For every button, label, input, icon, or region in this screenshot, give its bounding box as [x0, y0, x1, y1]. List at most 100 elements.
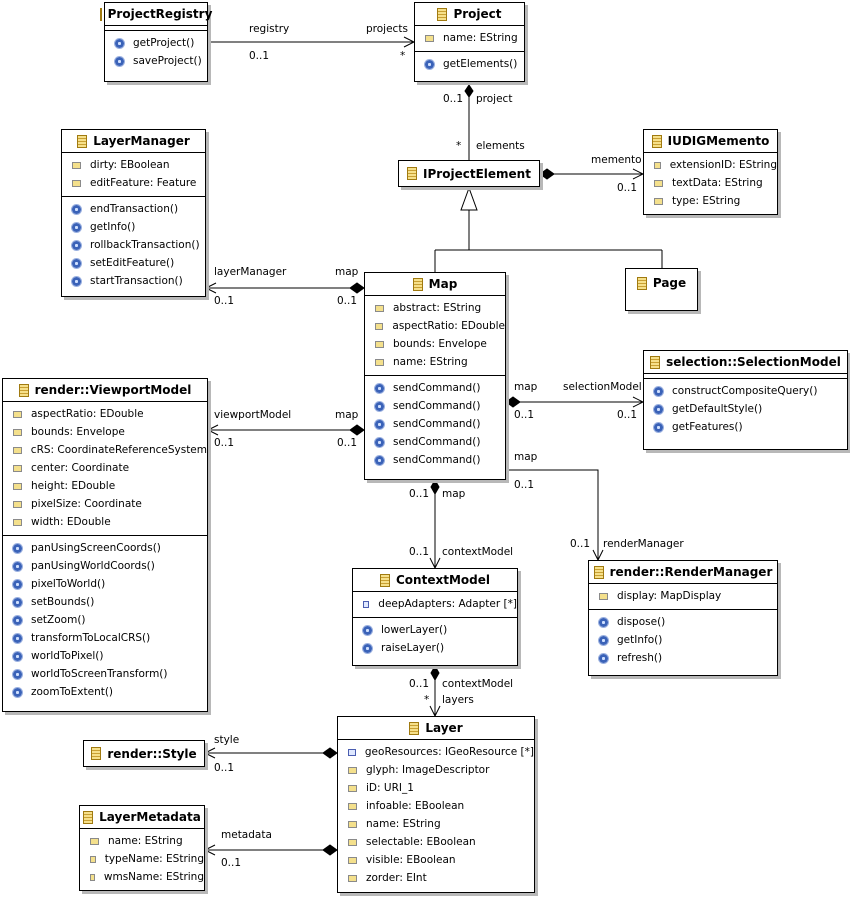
operation-row: constructCompositeQuery(): [644, 382, 847, 400]
diamond-context-layer: [430, 664, 440, 682]
class-render-manager[interactable]: render::RenderManager display: MapDispla…: [588, 560, 778, 676]
operation-name: getProject(): [133, 37, 195, 49]
role-label-map: map: [335, 266, 359, 278]
operation-row: pixelToWorld(): [3, 575, 207, 593]
class-icon: [380, 573, 390, 587]
operation-name: sendCommand(): [393, 436, 481, 448]
class-style[interactable]: render::Style: [83, 740, 205, 767]
attributes-section: name: EString: [415, 25, 524, 51]
class-layer-manager[interactable]: LayerManager dirty: EBoolean editFeature…: [61, 129, 206, 297]
class-header: Project: [415, 3, 524, 25]
class-name: Page: [652, 276, 687, 290]
class-header: Layer: [338, 717, 534, 739]
class-selection-model[interactable]: selection::SelectionModel constructCompo…: [643, 350, 848, 450]
class-layer[interactable]: Layer geoResources: IGeoResource [*] gly…: [337, 716, 535, 893]
attribute-name: bounds: Envelope: [31, 426, 125, 438]
operation-name: setZoom(): [31, 614, 86, 626]
attribute-name: wmsName: EString: [103, 871, 204, 883]
attribute-name: display: MapDisplay: [617, 590, 722, 602]
diamond-map-viewport: [349, 424, 365, 436]
class-icon: [77, 134, 88, 148]
multiplicity-label: 0..1: [221, 857, 242, 869]
attribute-row: display: MapDisplay: [589, 587, 777, 605]
class-layer-metadata[interactable]: LayerMetadata name: EString typeName: ES…: [79, 805, 205, 891]
operation-row: getFeatures(): [644, 418, 847, 436]
attributes-section: [644, 373, 847, 378]
class-header: LayerMetadata: [80, 806, 204, 828]
attribute-name: deepAdapters: Adapter [*]: [378, 598, 517, 610]
attribute-name: typeName: EString: [104, 853, 204, 865]
operation-icon: [654, 386, 663, 396]
attributes-section: extensionID: EString textData: EString t…: [644, 152, 777, 214]
operation-name: getDefaultStyle(): [672, 403, 763, 415]
map-render-line: [506, 469, 599, 560]
operation-icon: [72, 222, 81, 232]
class-header: LayerManager: [62, 130, 205, 152]
diamond-layer-metadata: [322, 844, 338, 856]
operation-icon: [13, 561, 22, 571]
attribute-row: abstract: EString: [365, 299, 505, 317]
attribute-row: typeName: EString: [80, 850, 204, 868]
attribute-icon: [348, 874, 357, 882]
class-viewport-model[interactable]: render::ViewportModel aspectRatio: EDoub…: [2, 378, 208, 712]
operation-name: pixelToWorld(): [31, 578, 106, 590]
attribute-name: extensionID: EString: [669, 159, 777, 171]
operation-row: panUsingWorldCoords(): [3, 557, 207, 575]
operation-icon: [72, 276, 81, 286]
attribute-name: glyph: ImageDescriptor: [366, 764, 490, 776]
attribute-icon: [348, 802, 357, 810]
class-icon: [437, 7, 448, 21]
operation-name: endTransaction(): [90, 203, 179, 215]
operation-name: rollbackTransaction(): [90, 239, 200, 251]
role-label-contextmodel: contextModel: [442, 678, 514, 690]
diamond-map-context: [430, 478, 440, 496]
operation-row: sendCommand(): [365, 397, 505, 415]
class-icon: [18, 383, 29, 397]
operation-name: sendCommand(): [393, 400, 481, 412]
operation-icon: [13, 543, 22, 553]
operation-name: lowerLayer(): [381, 624, 448, 636]
class-context-model[interactable]: ContextModel deepAdapters: Adapter [*] l…: [352, 568, 518, 666]
class-header: Page: [626, 269, 697, 297]
class-header: render::ViewportModel: [3, 379, 207, 401]
operation-name: saveProject(): [133, 55, 202, 67]
operations-section: dispose() getInfo() refresh(): [589, 609, 777, 671]
multiplicity-label: 0..1: [337, 295, 358, 307]
attributes-section: name: EString typeName: EString wmsName:…: [80, 828, 204, 890]
class-header: Map: [365, 273, 505, 295]
operation-icon: [115, 56, 124, 66]
attribute-name: iD: URI_1: [366, 782, 414, 794]
class-iudig-memento[interactable]: IUDIGMemento extensionID: EString textDa…: [643, 129, 778, 215]
attribute-name: infoable: EBoolean: [366, 800, 465, 812]
multiplicity-label: 0..1: [570, 538, 591, 550]
class-project[interactable]: Project name: EString getElements(): [414, 2, 525, 82]
attribute-icon: [90, 837, 99, 845]
role-label-rendermanager: renderManager: [603, 538, 684, 550]
multiplicity-label: 0..1: [214, 762, 235, 774]
operation-icon: [654, 404, 663, 414]
role-label-project: project: [476, 93, 513, 105]
operation-icon: [72, 258, 81, 268]
operation-name: sendCommand(): [393, 382, 481, 394]
operation-row: endTransaction(): [62, 200, 205, 218]
operation-row: worldToPixel(): [3, 647, 207, 665]
attribute-row: name: EString: [338, 815, 534, 833]
class-map[interactable]: Map abstract: EString aspectRatio: EDoub…: [364, 272, 506, 480]
operation-icon: [599, 635, 608, 645]
class-name: IUDIGMemento: [667, 134, 770, 148]
attribute-icon: [13, 500, 22, 508]
operation-row: raiseLayer(): [353, 639, 517, 657]
operation-icon: [72, 204, 81, 214]
attribute-row: type: EString: [644, 192, 777, 210]
multiplicity-label: 0..1: [214, 437, 235, 449]
class-iproject-element[interactable]: IProjectElement: [398, 160, 540, 187]
class-name: render::ViewportModel: [34, 383, 192, 397]
operation-icon: [375, 437, 384, 447]
attribute-icon: [348, 838, 357, 846]
operation-name: constructCompositeQuery(): [672, 385, 818, 397]
attribute-row: wmsName: EString: [80, 868, 204, 886]
class-page[interactable]: Page: [625, 268, 698, 311]
operation-row: sendCommand(): [365, 379, 505, 397]
class-name: Project: [453, 7, 502, 21]
class-project-registry[interactable]: ProjectRegistry getProject() saveProject…: [99, 2, 212, 82]
